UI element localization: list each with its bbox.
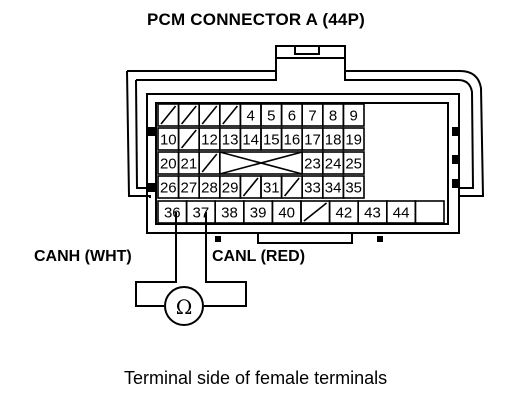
pin-number: 43 bbox=[364, 205, 381, 222]
pin-number: 26 bbox=[160, 180, 177, 197]
side-tab-right-3 bbox=[452, 179, 459, 188]
pin-number: 44 bbox=[393, 205, 410, 222]
canl-label: CANL (RED) bbox=[212, 248, 306, 265]
pin-number: 14 bbox=[242, 132, 259, 149]
canh-wire bbox=[135, 212, 177, 307]
pin-number: 36 bbox=[164, 205, 181, 222]
canh-label: CANH (WHT) bbox=[34, 248, 132, 265]
pin-number: 35 bbox=[345, 180, 362, 197]
pin-number: 31 bbox=[263, 180, 280, 197]
side-tab-left-2 bbox=[148, 183, 155, 192]
blocked-slash bbox=[303, 202, 328, 222]
pin-number: 38 bbox=[221, 205, 238, 222]
pin-number: 16 bbox=[284, 132, 301, 149]
pin-number: 27 bbox=[181, 180, 198, 197]
blocked-slash bbox=[242, 177, 259, 197]
pin-cavity bbox=[342, 151, 365, 175]
side-tab-right-2 bbox=[452, 155, 459, 164]
pin-number: 17 bbox=[304, 132, 321, 149]
side-tab-left-1 bbox=[148, 127, 155, 136]
pin-number: 9 bbox=[350, 108, 358, 125]
pin-number: 19 bbox=[345, 132, 362, 149]
connector-lock-tab bbox=[294, 45, 320, 55]
blocked-slash bbox=[180, 129, 197, 149]
pin-number: 20 bbox=[160, 156, 177, 173]
bottom-clip-right bbox=[377, 236, 383, 242]
side-tab-right-1 bbox=[452, 127, 459, 136]
pin-number: 29 bbox=[222, 180, 239, 197]
pin-number: 42 bbox=[336, 205, 353, 222]
pin-number: 28 bbox=[201, 180, 218, 197]
blocked-slash bbox=[160, 105, 177, 125]
blocked-slash bbox=[201, 105, 218, 125]
pin-number: 13 bbox=[222, 132, 239, 149]
ohmmeter bbox=[164, 286, 204, 326]
pin-number: 34 bbox=[325, 180, 342, 197]
pin-number: 8 bbox=[329, 108, 337, 125]
pin-number: 15 bbox=[263, 132, 280, 149]
connector-inner-shell bbox=[135, 57, 475, 189]
pin-number: 7 bbox=[308, 108, 316, 125]
blocked-slash bbox=[201, 153, 218, 173]
pin-cavity bbox=[342, 103, 365, 127]
pin-number: 24 bbox=[325, 156, 342, 173]
canl-wire bbox=[204, 212, 247, 307]
connector-inner-body bbox=[155, 102, 449, 225]
connector-title: PCM CONNECTOR A (44P) bbox=[147, 10, 365, 29]
bottom-key bbox=[257, 233, 353, 244]
blocked-slash bbox=[222, 105, 239, 125]
pin-number: 5 bbox=[267, 108, 275, 125]
pin-number: 23 bbox=[304, 156, 321, 173]
pin-number: 21 bbox=[181, 156, 198, 173]
pin-number: 12 bbox=[201, 132, 218, 149]
pin-number: 40 bbox=[278, 205, 295, 222]
cross-line bbox=[219, 151, 303, 175]
ohm-symbol: Ω bbox=[176, 295, 193, 319]
blocked-slash bbox=[283, 177, 300, 197]
pin-number: 33 bbox=[304, 180, 321, 197]
bottom-clip-left bbox=[215, 236, 221, 242]
connector-outer-shell bbox=[126, 45, 485, 198]
pin-number: 10 bbox=[160, 132, 177, 149]
pin-number: 25 bbox=[345, 156, 362, 173]
pin-cavity bbox=[342, 127, 365, 151]
pin-cavity bbox=[414, 200, 445, 224]
diagram-caption: Terminal side of female terminals bbox=[124, 368, 388, 388]
pin-number: 18 bbox=[325, 132, 342, 149]
pin-number: 39 bbox=[250, 205, 267, 222]
pin-number: 6 bbox=[288, 108, 296, 125]
pin-number: 4 bbox=[247, 108, 255, 125]
pin-cavity bbox=[342, 175, 365, 199]
blocked-slash bbox=[180, 105, 197, 125]
